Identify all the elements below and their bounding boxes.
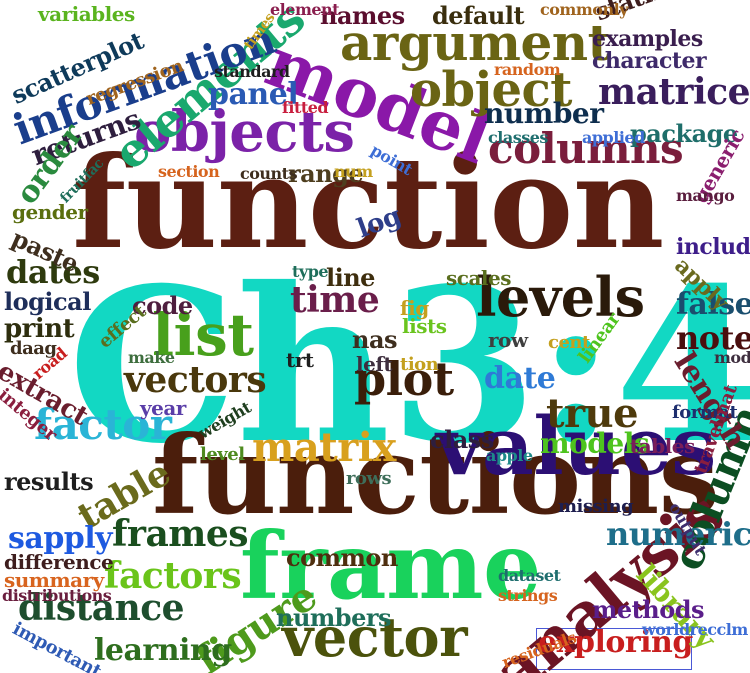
word-mode: mode [714, 348, 750, 367]
word-line: line [326, 263, 375, 292]
word-objects: objects [134, 99, 355, 165]
word-package: package [630, 119, 738, 148]
word-tion: tion [400, 354, 439, 375]
word-date: date [484, 361, 556, 396]
word-frame: frame [240, 512, 542, 620]
word-strings: strings [498, 586, 558, 605]
word-row: row [488, 328, 528, 352]
word-level: level [200, 444, 245, 465]
highlight-box [536, 628, 692, 670]
word-results: results [4, 467, 94, 496]
word-standard: standard [214, 62, 290, 81]
word-vectors: vectors [124, 359, 267, 401]
word-cent: cent [548, 332, 590, 353]
word-time: time [290, 279, 380, 321]
word-gender: gender [12, 200, 88, 224]
word-matrix: matrix [252, 424, 396, 471]
word-note: note [676, 319, 750, 357]
word-false: false [676, 287, 750, 322]
word-vector: vector [282, 605, 468, 669]
word-default: default [432, 1, 525, 30]
word-common: common [286, 543, 398, 572]
word-mango: mango [676, 186, 735, 205]
word-factors: factors [104, 555, 242, 597]
word-summary: summary [4, 568, 104, 592]
word-numeric: numeric [606, 515, 750, 553]
word-variables: variables [38, 2, 135, 26]
word-character: character [592, 48, 707, 74]
word-list: list [152, 301, 254, 369]
word-function: function [72, 129, 664, 277]
word-counts: counts [240, 164, 298, 183]
word-dataset: dataset [498, 566, 561, 585]
word-element: element [270, 0, 340, 19]
word-matrices: matrices [598, 71, 750, 113]
word-logical: logical [4, 287, 91, 316]
word-levels: levels [476, 265, 645, 329]
word-number: number [484, 97, 604, 130]
word-argument: argument [340, 13, 611, 72]
word-plot: plot [354, 352, 454, 406]
word-num: num [334, 162, 373, 181]
word-nas: nas [352, 325, 398, 354]
word-classes: classes [488, 128, 548, 147]
word-include: include [676, 234, 750, 260]
word-commonly: commonly [540, 0, 628, 19]
word-class: class [430, 425, 494, 454]
word-panel: panel [208, 77, 299, 112]
word-code: code [132, 291, 193, 320]
word-difference: difference [4, 550, 114, 574]
word-numbers: numbers [276, 603, 392, 632]
word-ch3-4: Ch3:4 [68, 241, 750, 490]
word-names: names [320, 1, 405, 30]
word-rows: rows [346, 468, 392, 489]
word-models: models [540, 427, 650, 460]
word-print: print [4, 314, 75, 344]
word-left: left [356, 352, 393, 376]
word-random: random [494, 60, 561, 79]
word-factor: factor [34, 400, 172, 449]
word-examples: examples [592, 26, 703, 52]
word-functions: functions [152, 413, 720, 539]
word-values: values [436, 399, 716, 493]
word-frames: frames [112, 513, 249, 555]
word-fitted: fitted [282, 98, 329, 117]
word-applied: applied [582, 128, 645, 147]
word-sapply: sapply [8, 521, 113, 556]
word-worldrecclm: worldrecclm [642, 620, 748, 639]
word-missing: missing [558, 496, 634, 517]
word-distributions: distributions [2, 586, 112, 605]
word-distance: distance [18, 587, 185, 629]
word-range: range [288, 159, 364, 188]
word-columns: columns [488, 124, 684, 173]
word-learning: learning [94, 633, 232, 668]
word-lists: lists [402, 314, 447, 338]
word-type: type [292, 262, 329, 281]
word-daag: daag [10, 338, 57, 359]
word-methods: methods [592, 595, 705, 624]
word-apple: apple [486, 446, 533, 465]
word-exploring: exploring [538, 625, 693, 660]
word-true: true [546, 390, 639, 437]
word-fig: fig [400, 296, 429, 320]
word-trt: trt [286, 348, 314, 372]
word-make: make [128, 348, 175, 367]
word-scales: scales [446, 266, 511, 290]
word-year: year [140, 396, 186, 420]
word-tables: tables [630, 434, 695, 458]
word-section: section [158, 162, 220, 181]
word-object: object [410, 62, 572, 118]
word-format: format [672, 402, 738, 423]
word-dates: dates [6, 253, 100, 291]
